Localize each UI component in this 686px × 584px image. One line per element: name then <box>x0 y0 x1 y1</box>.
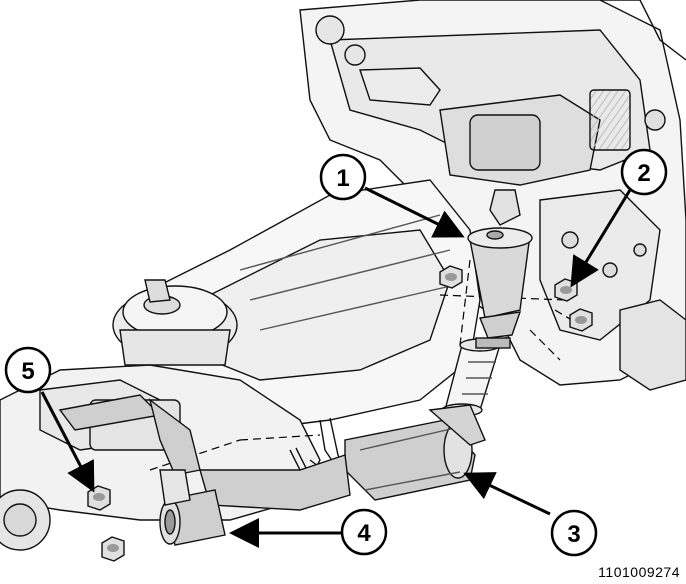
arrow-2 <box>570 189 632 288</box>
oxidation-catalyst <box>467 189 533 349</box>
figure-id: 1101009274 <box>598 564 680 580</box>
svg-text:5: 5 <box>21 358 34 385</box>
arrow-1 <box>364 186 465 238</box>
transfer-case-dome <box>112 279 238 366</box>
callout-3: 3 <box>550 509 598 557</box>
engine-block <box>299 0 686 391</box>
loose-nut <box>101 536 125 562</box>
catalyst-nut-1 <box>439 265 463 289</box>
callout-4: 4 <box>340 508 388 556</box>
catalyst-nut-3 <box>569 308 593 332</box>
leader-arrows <box>40 186 632 548</box>
svg-text:4: 4 <box>357 520 371 547</box>
svg-text:3: 3 <box>567 521 580 548</box>
intermediate-pipe <box>58 394 351 511</box>
arrow-3 <box>463 472 551 516</box>
callout-1: 1 <box>319 153 367 201</box>
arrow-5 <box>40 391 95 493</box>
tail-pipe <box>159 469 226 546</box>
transmission <box>129 179 481 431</box>
callout-5: 5 <box>4 346 52 394</box>
svg-text:2: 2 <box>637 160 650 187</box>
callout-2: 2 <box>620 148 668 196</box>
svg-text:1: 1 <box>336 165 349 192</box>
diesel-particulate-filter <box>344 404 486 501</box>
